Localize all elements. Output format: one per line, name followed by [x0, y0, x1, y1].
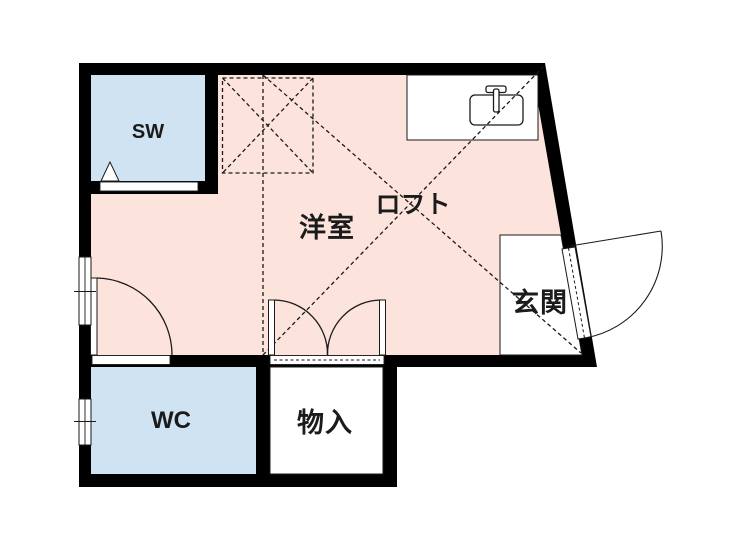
storage-door-swing-right-icon [326, 299, 381, 356]
wc-door-swing-icon [96, 277, 173, 356]
window-lower-icon [74, 398, 96, 446]
entrance-door-swing-icon [584, 230, 663, 339]
entrance-floor [499, 234, 583, 356]
label-storage: 物入 [297, 408, 353, 438]
label-entrance: 玄関 [512, 287, 568, 318]
folding-door-icon [100, 160, 120, 182]
storage-door-opening [269, 355, 385, 365]
wc-floor [91, 367, 256, 474]
storage-door-leaf-left [268, 299, 275, 356]
sw-right-wall [205, 75, 218, 194]
storage-doors [268, 299, 386, 365]
wc-door-opening [91, 355, 171, 365]
storage-door-swing-left-icon [274, 299, 329, 356]
entrance-door-open-line [569, 230, 662, 247]
label-western-room: 洋室 [299, 212, 355, 243]
label-sw: SW [132, 121, 164, 143]
sw-door-opening [99, 181, 199, 192]
label-loft: ロフト [375, 191, 450, 219]
sw-closet [91, 75, 218, 194]
kitchen-counter [406, 74, 539, 141]
loft-outline-icon [221, 66, 582, 356]
storage-door-leaf-right [379, 299, 386, 356]
storage-floor [269, 366, 384, 475]
label-wc: WC [151, 407, 191, 434]
entrance-door [561, 230, 663, 340]
window-upper-icon [74, 256, 96, 326]
faucet-stem-icon [492, 88, 500, 113]
